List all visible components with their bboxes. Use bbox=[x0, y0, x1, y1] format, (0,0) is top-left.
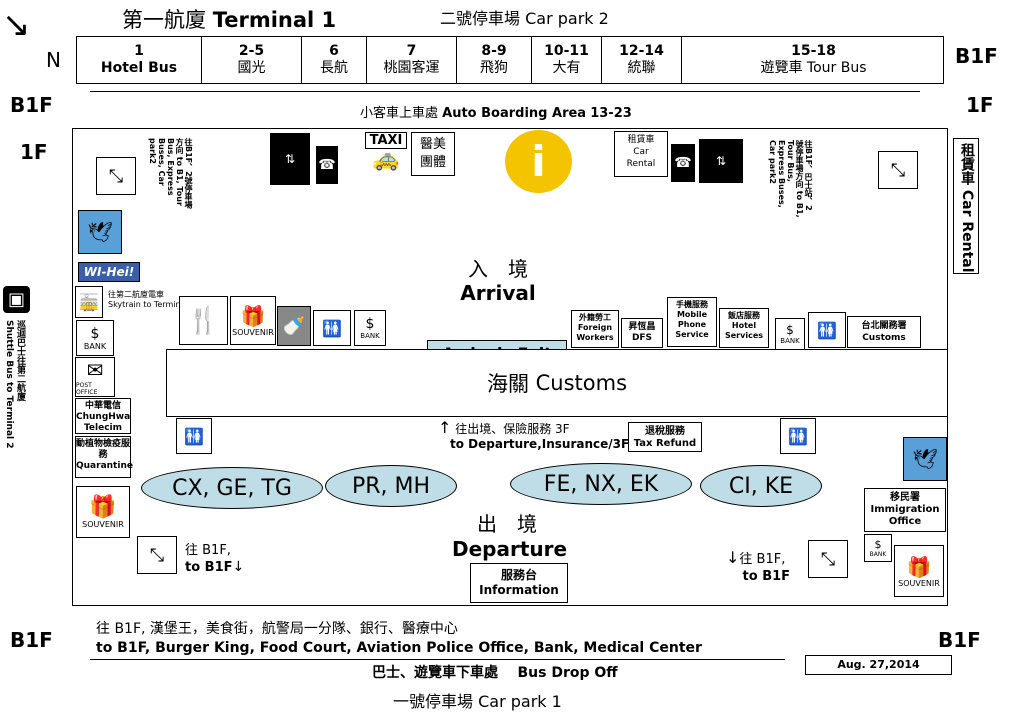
airline-group-2: PR, MH bbox=[325, 465, 457, 507]
escalator-icon: ⤡ bbox=[137, 536, 177, 574]
souvenir-icon: 🎁SOUVENIR bbox=[230, 296, 276, 345]
customs-en: Customs bbox=[535, 371, 628, 395]
skytrain-icon: 🚋 bbox=[75, 286, 103, 318]
auto-boarding-label: 小客車上車處 Auto Boarding Area 13-23 bbox=[360, 106, 632, 121]
to-b1f-left: 往 B1F,to B1F↓ bbox=[185, 543, 245, 575]
bus-icon: ▣ bbox=[3, 286, 30, 313]
level-1f-top-right: 1F bbox=[966, 93, 994, 117]
north-label: N bbox=[46, 48, 61, 72]
left-direction-label: 往B1F、2號停車場方向 to B1, Tour Bus, Express Bu… bbox=[148, 138, 193, 209]
post-office-icon: ✉POST OFFICE bbox=[75, 357, 115, 397]
departure-direction: ↑ 往出境、保險服務 3F to Departure,Insurance/3F bbox=[438, 418, 630, 452]
bank-icon: $BANK bbox=[864, 534, 892, 562]
restroom-icon: 🚻 bbox=[176, 418, 212, 454]
wihei-sign: WI-Hei! bbox=[78, 262, 140, 282]
carpark2-label: 二號停車場 Car park 2 bbox=[440, 5, 609, 29]
terminal-title-zh: 第一航廈 bbox=[122, 8, 206, 32]
restroom-icon: 🚻 bbox=[780, 418, 816, 454]
footer-line-zh: 往 B1F, 漢堡王，美食街，航警局一分隊、銀行、醫療中心 bbox=[96, 621, 458, 637]
souvenir-icon: 🎁SOUVENIR bbox=[76, 486, 130, 538]
right-direction-label: 往B1F、巴士站、2號停車場方向 to B1, Tour Bus, Expres… bbox=[768, 140, 813, 218]
nursery-icon: 🍼 bbox=[277, 306, 311, 346]
elevator-icon: ⇅ bbox=[699, 139, 743, 183]
divider-bottom bbox=[90, 659, 785, 660]
souvenir-icon: 🎁SOUVENIR bbox=[894, 545, 944, 597]
customs-zh: 海關 bbox=[486, 372, 529, 396]
level-b1f-top-right: B1F bbox=[955, 44, 998, 68]
north-arrow-icon: ↘ bbox=[2, 5, 31, 45]
airline-group-4: CI, KE bbox=[700, 465, 822, 507]
terminal-title: 第一航廈 Terminal 1 bbox=[122, 4, 336, 34]
taxi-icon: TAXI 🚕 bbox=[365, 132, 407, 174]
carpark2-en: Car park 2 bbox=[525, 9, 609, 28]
car-rental-side-text: 租賃車 Car Rental bbox=[959, 143, 975, 273]
car-rental-box: 租賃車 Car Rental bbox=[614, 131, 668, 177]
restaurant-icon: 🍴 bbox=[179, 296, 228, 345]
bus-drop-off: 巴士、遊覽車下車處 Bus Drop Off bbox=[372, 665, 618, 681]
footer-line-en: to B1F, Burger King, Food Court, Aviatio… bbox=[96, 640, 702, 656]
medical-group-box: 醫美 團體 bbox=[411, 132, 455, 176]
escalator-icon: ⤡ bbox=[878, 151, 918, 189]
restroom-icon: 🚻 bbox=[313, 310, 351, 346]
carpark1-label: 一號停車場 Car park 1 bbox=[393, 692, 562, 711]
level-b1f-bottom-left: B1F bbox=[10, 628, 53, 652]
level-b1f-top-left: B1F bbox=[10, 93, 53, 117]
car-rental-side: 租賃車 Car Rental bbox=[953, 138, 979, 274]
telephone-icon: ☎ bbox=[671, 144, 695, 182]
escalator-icon: ⤡ bbox=[96, 157, 136, 195]
date-stamp: Aug. 27,2014 bbox=[805, 655, 952, 675]
level-1f-left: 1F bbox=[20, 140, 48, 164]
bank-icon: $BANK bbox=[775, 318, 805, 350]
telephone-icon: ☎ bbox=[316, 146, 338, 184]
terminal-title-en: Terminal 1 bbox=[212, 8, 337, 32]
bank-icon: $BANK bbox=[76, 320, 114, 356]
escalator-icon: ⤡ bbox=[808, 540, 848, 578]
footer-line: 往 B1F, 漢堡王，美食街，航警局一分隊、銀行、醫療中心 to B1F, Bu… bbox=[96, 620, 702, 658]
level-b1f-bottom-right: B1F bbox=[938, 628, 981, 652]
airline-group-3: FE, NX, EK bbox=[510, 463, 692, 505]
elevator-icon: ⇅ bbox=[270, 133, 310, 185]
customs-hall: 海關 Customs bbox=[166, 349, 948, 417]
carpark2-zh: 二號停車場 bbox=[440, 9, 521, 28]
airline-group-1: CX, GE, TG bbox=[141, 467, 323, 509]
bank-icon: $BANK bbox=[354, 310, 386, 346]
restroom-icon: 🚻 bbox=[808, 312, 846, 348]
bird-logo-icon: 🕊 bbox=[78, 210, 122, 254]
information-logo-icon: i bbox=[505, 130, 572, 193]
to-b1f-right: ↓往 B1F, to B1F bbox=[726, 548, 791, 584]
taxi-label: TAXI bbox=[365, 132, 407, 149]
divider-top bbox=[90, 91, 920, 92]
bird-logo-icon: 🕊 bbox=[903, 437, 947, 481]
